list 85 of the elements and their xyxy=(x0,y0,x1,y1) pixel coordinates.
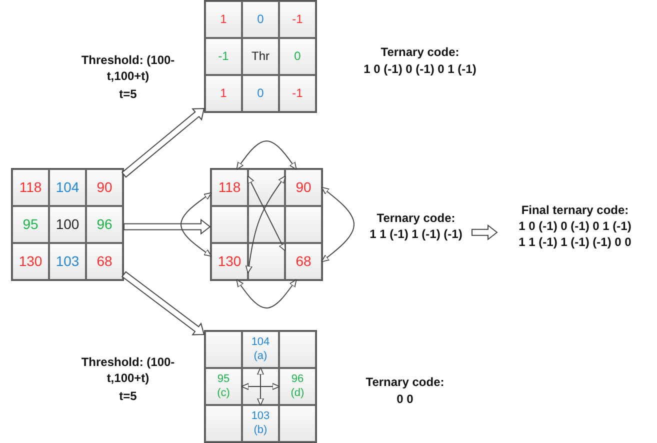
cell-value: 104 xyxy=(251,336,270,350)
block-arrow xyxy=(472,224,498,240)
double-arrow xyxy=(245,176,286,274)
code-text: 1 1 (-1) 1 (-1) (-1) 0 0 xyxy=(518,234,632,250)
double-arrow xyxy=(236,279,297,308)
annotation-text: Threshold: (100-t,100+t) xyxy=(80,354,176,386)
code-text: 1 0 (-1) 0 (-1) 0 1 (-1) xyxy=(518,218,632,234)
pixel-grid xyxy=(204,330,317,443)
cell-value: 96 xyxy=(291,372,304,386)
grid-cell xyxy=(211,243,248,280)
grid-cell xyxy=(242,75,279,112)
grid-cell xyxy=(279,368,316,405)
cell-value: 95 xyxy=(22,216,38,234)
double-arrow xyxy=(321,186,354,262)
grid-cell xyxy=(86,169,123,206)
grid-cell xyxy=(12,243,49,280)
pixel-grid xyxy=(210,168,323,281)
grid-cell xyxy=(205,1,242,38)
grid-cell xyxy=(211,169,248,206)
cell-value: 1 xyxy=(220,86,227,101)
cell-value: 90 xyxy=(96,178,112,196)
cell-value: 95 xyxy=(217,372,230,386)
heading-text: Final ternary code: xyxy=(520,202,630,218)
cell-value: 0 xyxy=(294,49,301,64)
cell-value: (d) xyxy=(290,386,304,400)
grid-cell xyxy=(205,38,242,75)
grid-cell xyxy=(279,75,316,112)
grid-cell xyxy=(205,75,242,112)
cell-value: (c) xyxy=(217,386,230,400)
grid-cell xyxy=(49,243,86,280)
grid-cell xyxy=(205,368,242,405)
cell-value: 1 xyxy=(220,12,227,27)
grid-cell xyxy=(242,1,279,38)
grid-cell xyxy=(285,243,322,280)
cell-value: 100 xyxy=(56,216,80,234)
grid-cell xyxy=(49,206,86,243)
annotation-text: 1 0 (-1) 0 (-1) 0 1 (-1) xyxy=(362,61,478,77)
cell-value: 103 xyxy=(56,252,80,270)
grid-cell xyxy=(279,38,316,75)
grid-cell xyxy=(242,331,279,368)
grid-cell xyxy=(279,1,316,38)
cell-value: 68 xyxy=(296,252,312,270)
pixel-grid xyxy=(11,168,124,281)
grid-cell xyxy=(12,206,49,243)
heading-text: Ternary code: xyxy=(376,210,456,226)
cell-value: 0 xyxy=(257,12,264,27)
double-arrow xyxy=(241,383,280,390)
grid-cell xyxy=(86,206,123,243)
cell-value: 0 xyxy=(257,86,264,101)
double-arrow xyxy=(180,192,212,257)
annotation-text: t=5 xyxy=(118,86,138,102)
cell-value: 96 xyxy=(96,216,112,234)
cell-value: 130 xyxy=(218,252,242,270)
cell-value: Thr xyxy=(252,49,270,64)
annotation-text: t=5 xyxy=(118,388,138,404)
grid-cell xyxy=(12,169,49,206)
cell-value: 118 xyxy=(19,178,42,196)
grid-cell xyxy=(86,243,123,280)
block-arrow xyxy=(122,271,205,336)
block-arrow xyxy=(121,108,205,178)
double-arrow xyxy=(247,176,286,252)
grid-cell xyxy=(285,169,322,206)
cell-value: -1 xyxy=(292,12,303,27)
cell-value: 90 xyxy=(296,178,312,196)
cell-value: -1 xyxy=(292,86,303,101)
block-arrow xyxy=(124,218,211,235)
cell-value: (b) xyxy=(254,424,268,438)
grid-cell xyxy=(49,169,86,206)
code-text: 1 1 (-1) 1 (-1) (-1) xyxy=(368,226,464,242)
cell-value: 118 xyxy=(218,178,241,196)
cell-value: 103 xyxy=(251,410,270,424)
annotation-text: Threshold: (100-t,100+t) xyxy=(80,52,176,84)
double-arrow xyxy=(236,140,297,170)
annotation-text: Ternary code: xyxy=(380,44,460,60)
double-arrow xyxy=(257,367,264,406)
grid-cell xyxy=(242,38,279,75)
cell-value: 104 xyxy=(56,178,80,196)
cell-value: 130 xyxy=(18,252,42,270)
annotation-text: 0 0 xyxy=(396,391,414,407)
cell-value: -1 xyxy=(218,49,229,64)
annotation-text: Ternary code: xyxy=(364,374,446,390)
cell-value: 68 xyxy=(96,252,112,270)
grid-cell xyxy=(242,405,279,442)
pixel-grid xyxy=(204,0,317,113)
cell-value: (a) xyxy=(254,350,268,364)
